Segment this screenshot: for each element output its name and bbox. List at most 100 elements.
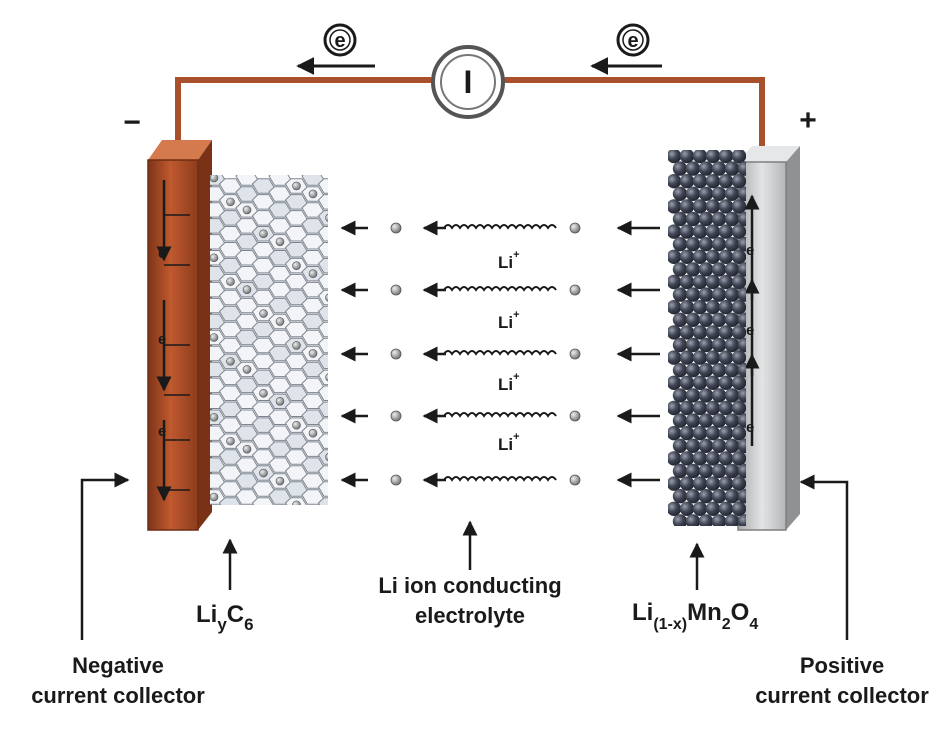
negative-collector-pointer-arrow [80,472,130,640]
graphite-hexagon [235,345,259,362]
cathode-particle [705,476,721,491]
cathode-particle [724,463,740,479]
ion-migration [340,220,660,488]
graphite-hexagon [220,514,242,529]
graphite-hexagon [302,522,324,536]
graphite-hexagon [218,257,243,274]
graphite-hexagon [317,465,328,481]
cathode-particle [668,426,682,441]
cathode-particle [668,274,682,290]
graphite-hexagon [301,409,325,425]
intercalated-ion [242,285,252,294]
graphite-hexagon [301,175,325,186]
graphite-hexagon [268,345,292,362]
lithium-ion-left [390,474,402,486]
cathode-particle [731,501,746,516]
cathode-particle [692,476,708,491]
intercalated-ion [259,309,268,318]
graphite-hexagon [235,234,259,250]
cathode-particle [731,300,746,315]
cathode-particle [685,438,701,453]
negative-plate-electron-label: e [158,423,166,440]
graphite-hexagon [317,369,328,386]
ion-label-charge: + [513,431,519,443]
cathode-particle [711,438,727,453]
graphite-hexagon [268,409,292,425]
cathode-particle [685,211,701,227]
graphite-hexagon [268,266,292,282]
intercalated-ion [275,317,285,326]
cathode-particle [705,426,721,441]
cathode-particle [668,375,682,390]
graphite-hexagon [218,449,243,465]
ion-label-1: Li+ [498,249,520,272]
cathode-particle [718,150,734,164]
anode-label-base: Li [196,601,217,628]
graphite-hexagon [269,522,291,536]
ion-label-charge: + [513,371,519,383]
graphite-hexagon [317,289,328,306]
graphite-hexagon [218,369,243,386]
cathode-particle [731,375,746,390]
cathode-particle [698,161,714,176]
intercalated-ion [292,420,301,430]
cathode-particle [668,400,682,416]
cathode-particle [724,237,740,252]
graphite-hexagon [317,242,328,258]
cathode-particle [668,249,682,264]
negative-current-collector: eee [147,140,212,531]
cathode-particle [724,514,740,526]
ion-label-base: Li [498,253,513,272]
graphite-hexagon [284,353,309,370]
cathode-particle [737,363,746,378]
anode-label-carbon: C [227,601,244,628]
electrolyte-label-line1: Li ion conducting [378,573,561,598]
graphite-hexagon [301,457,325,473]
graphite-hexagon [235,377,259,394]
svg-text:Li+: Li+ [498,371,520,394]
anode-label-sub-6: 6 [244,615,253,634]
intercalated-ion [308,428,318,438]
graphite-hexagon [301,489,325,505]
ion-label-4: Li+ [498,431,520,454]
cathode-particle [711,514,727,526]
cathode-particle [737,312,746,327]
cathode-label: Li(1-x)Mn2O4 [632,599,758,633]
graphite-hexagon [284,321,309,338]
cathode-particle [718,174,734,189]
cathode-particle [731,174,746,189]
cathode-particle [737,388,746,403]
graphite-hexagon [284,465,309,481]
cathode-particle [705,300,721,315]
graphite-hexagon [286,546,308,561]
lithium-ion-right [569,410,581,422]
lithium-ion-left [390,284,402,296]
cathode-particle [705,274,721,290]
graphite-hexagon [302,506,324,521]
cathode-particle [718,224,734,239]
cathode-particle [698,337,714,353]
ion-migration-row [340,282,660,298]
cathode-particle [685,337,701,353]
cathode-particle [737,262,746,277]
graphite-hexagon [268,218,292,234]
cathode-particle [731,249,746,264]
cathode-particle [737,211,746,227]
cathode-particle [679,224,695,239]
ion-wave-path [443,412,557,418]
graphite-hexagon [301,393,325,409]
intercalated-ion [275,476,285,486]
cathode-particle [692,375,708,390]
cathode-particle [724,388,740,403]
graphite-hexagon [218,401,243,417]
cathode-particle [668,451,682,466]
graphite-hexagon [251,321,276,338]
graphite-hexagon [268,250,292,266]
ion-wave-path [443,224,557,230]
graphite-hexagon [251,337,276,354]
cathode-particle [724,161,740,176]
ion-label-charge: + [513,249,519,261]
graphite-hexagon [235,457,259,473]
graphite-hexagon [218,178,243,194]
intercalated-ion [227,517,235,525]
